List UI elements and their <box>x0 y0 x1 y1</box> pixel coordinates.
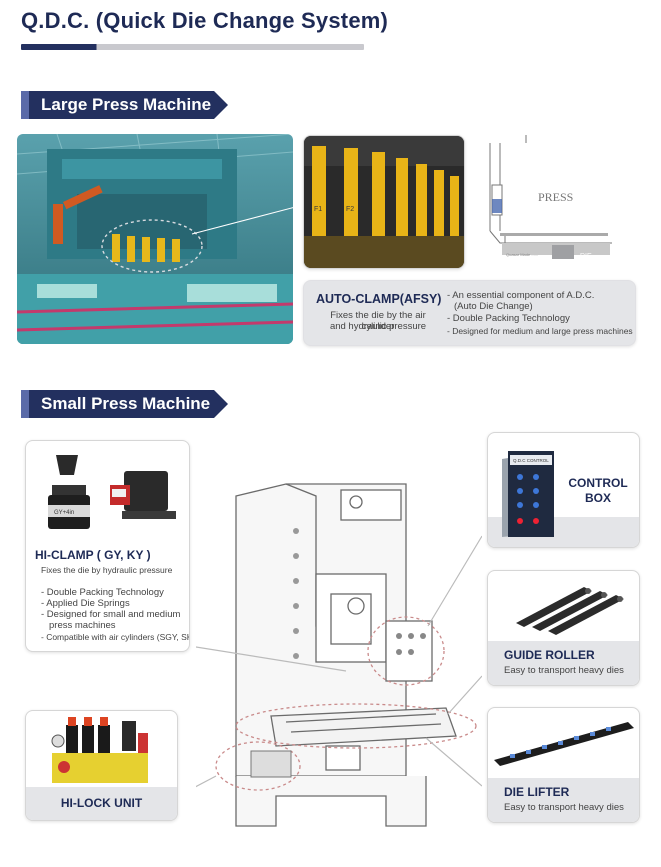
hi-clamp-bullet: press machines <box>49 620 116 631</box>
hi-clamp-bullet: - Compatible with air cylinders (SGY, SK… <box>41 632 190 642</box>
hi-clamp-card: GY+4in HI-CLAMP ( GY, KY ) Fixes the die… <box>25 440 190 652</box>
auto-clamp-subtitle-1: Fixes the die by the air cylinder <box>330 310 426 332</box>
die-label: DIE <box>580 253 592 260</box>
page-title: Q.D.C. (Quick Die Change System) <box>21 8 389 33</box>
section-label-large-press: Large Press Machine <box>41 95 212 114</box>
press-diagram: PRESS DIE Quasar Made ...... <box>480 135 620 270</box>
auto-clamp-title: AUTO-CLAMP(AFSY) <box>316 292 442 306</box>
die-lifter-caption: DIE LIFTER Easy to transport heavy dies <box>488 778 639 822</box>
die-lifter-desc: Easy to transport heavy dies <box>504 802 624 813</box>
hi-clamp-bullet: - Applied Die Springs <box>41 598 130 609</box>
guide-roller-caption: GUIDE ROLLER Easy to transport heavy die… <box>488 641 639 685</box>
control-box-card: Q.D.C CONTROL CONTROL BOX <box>487 432 640 548</box>
die-lifter-card: DIE LIFTER Easy to transport heavy dies <box>487 707 640 823</box>
section-tag-large-press: Large Press Machine <box>21 91 228 119</box>
die-lifter-image <box>488 708 639 780</box>
auto-clamp-caption: AUTO-CLAMP(AFSY) Fixes the die by the ai… <box>303 280 636 346</box>
small-press-drawing <box>196 476 482 856</box>
press-label: PRESS <box>538 190 573 204</box>
hi-clamp-title: HI-CLAMP ( GY, KY ) <box>35 548 151 562</box>
control-box-title-2: BOX <box>584 491 611 505</box>
control-box-title-1: CONTROL <box>568 476 628 490</box>
hi-clamp-subtitle: Fixes the die by hydraulic pressure <box>41 565 173 575</box>
auto-clamp-bullet: (Auto Die Change) <box>454 301 533 312</box>
control-box-image: Q.D.C CONTROL <box>488 433 639 547</box>
section-tag-small-press: Small Press Machine <box>21 390 228 418</box>
hi-lock-image <box>26 711 177 791</box>
hi-clamp-bullet: - Double Packing Technology <box>41 587 164 598</box>
section-label-small-press: Small Press Machine <box>41 394 211 413</box>
svg-text:F1: F1 <box>314 206 322 213</box>
hi-lock-card: HI-LOCK UNIT <box>25 710 178 821</box>
guide-roller-desc: Easy to transport heavy dies <box>504 665 624 676</box>
svg-text:F2: F2 <box>346 206 354 213</box>
section-tag-accent <box>21 390 29 418</box>
factory-press-photo <box>17 134 293 344</box>
auto-clamp-bullet: - Designed for medium and large press ma… <box>447 326 633 336</box>
control-panel-label: Q.D.C CONTROL <box>513 458 549 463</box>
guide-roller-image <box>488 571 639 643</box>
die-lifter-title: DIE LIFTER <box>504 785 570 799</box>
product-label: GY+4in <box>54 510 74 516</box>
section-tag-accent <box>21 91 29 119</box>
hi-clamp-bullet: - Designed for small and medium <box>41 609 181 620</box>
guide-roller-title: GUIDE ROLLER <box>504 648 595 662</box>
hi-clamp-image: GY+4in <box>26 441 189 541</box>
title-underline <box>21 44 364 50</box>
auto-clamp-photo: F1 F2 <box>303 135 465 269</box>
auto-clamp-bullet: - An essential component of A.D.C. <box>447 290 595 301</box>
diagram-caption: Quasar Made ...... <box>506 252 538 257</box>
hi-lock-title: HI-LOCK UNIT <box>60 796 143 810</box>
guide-roller-card: GUIDE ROLLER Easy to transport heavy die… <box>487 570 640 686</box>
hi-lock-caption: HI-LOCK UNIT <box>26 787 177 820</box>
auto-clamp-bullet: - Double Packing Technology <box>447 313 570 324</box>
auto-clamp-subtitle-2: and hydraulic pressure <box>329 321 427 332</box>
